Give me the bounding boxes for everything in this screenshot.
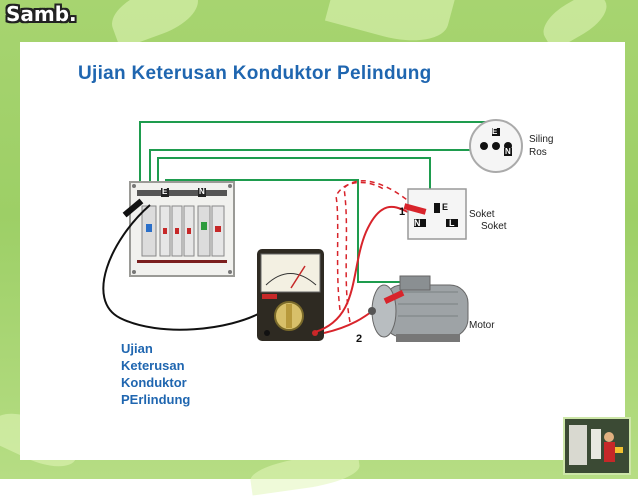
wiring-diagram	[102, 119, 523, 342]
red-probe-icon	[403, 203, 427, 215]
caption-line: Konduktor	[121, 375, 187, 390]
board-terminal-e: E	[162, 187, 168, 196]
motor-label: Motor	[469, 320, 495, 331]
video-thumbnail-icon[interactable]	[563, 417, 631, 475]
ceiling-rose-label-line2: Ros	[529, 147, 547, 158]
earth-wire-to-socket	[157, 157, 431, 200]
caption-line: PErlindung	[121, 392, 191, 407]
video-thumbnail-image	[565, 419, 629, 473]
black-test-lead	[102, 204, 263, 331]
distribution-board-icon	[129, 181, 235, 277]
ceiling-rose-label-line1: Siling	[529, 134, 554, 145]
test-point-1: 1	[399, 206, 406, 218]
diagram-caption: Ujian Keterusan Konduktor PErlindung	[121, 340, 190, 408]
ceiling-rose-terminal-e: E	[492, 127, 498, 136]
electric-motor-icon	[368, 275, 469, 342]
dashed-test-path-2	[335, 181, 386, 311]
board-terminal-n: N	[199, 187, 205, 196]
socket-terminal-e: E	[442, 202, 449, 212]
caption-line: Keterusan	[121, 358, 185, 373]
red-probe-motor-icon	[383, 290, 405, 304]
black-probe-icon	[122, 198, 144, 218]
slide-title: Ujian Keterusan Konduktor Pelindung	[78, 63, 432, 84]
socket-label-line1: Soket	[469, 209, 495, 220]
continuation-label: Samb.	[6, 2, 77, 26]
ceiling-rose-icon	[469, 119, 523, 173]
socket-terminal-n: N	[414, 218, 421, 228]
test-point-2: 2	[356, 333, 363, 345]
socket-outlet-icon	[407, 188, 467, 240]
caption-line: Ujian	[121, 341, 153, 356]
dashed-test-path	[343, 180, 413, 323]
socket-terminal-l: L	[449, 218, 455, 228]
socket-label-line2: Soket	[481, 221, 507, 232]
multimeter-icon	[257, 249, 324, 341]
red-test-lead	[314, 205, 409, 333]
ceiling-rose-terminal-n: N	[505, 147, 511, 156]
